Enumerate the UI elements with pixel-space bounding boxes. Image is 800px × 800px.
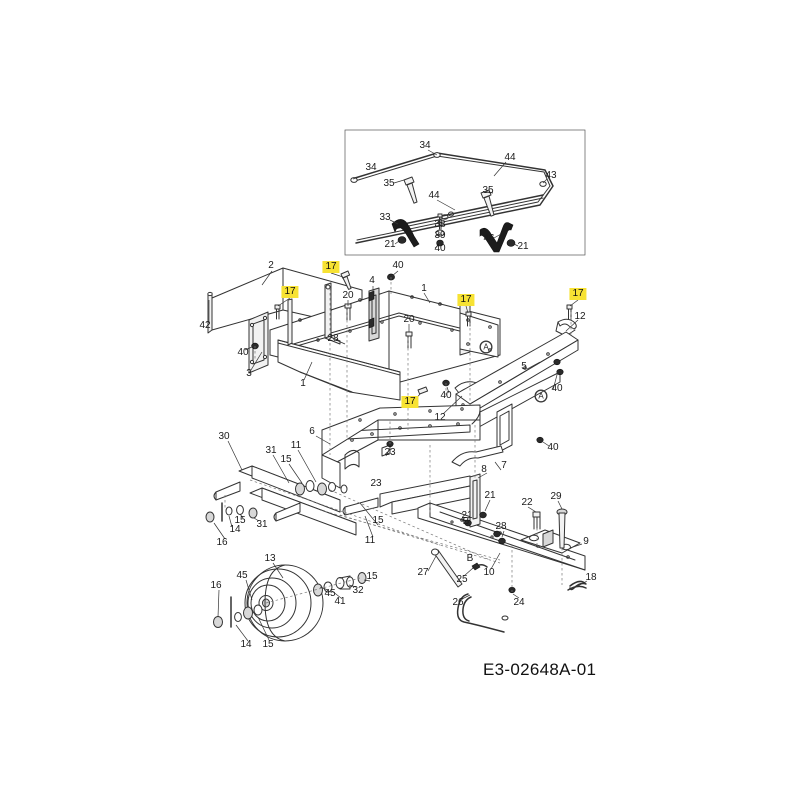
callout-43: 43 bbox=[545, 170, 557, 181]
center-beam-6 bbox=[321, 404, 481, 489]
callout-1-b: 1 bbox=[300, 378, 306, 389]
callout-10: 10 bbox=[483, 567, 495, 578]
callout-33: 33 bbox=[379, 212, 391, 223]
callout-44-b: 44 bbox=[428, 190, 440, 201]
callout-14-a: 14 bbox=[229, 524, 241, 535]
callout-29: 29 bbox=[550, 491, 562, 502]
callout-40-d: 40 bbox=[440, 390, 452, 401]
callout-46: 46 bbox=[483, 233, 495, 244]
callout-18: 18 bbox=[585, 572, 597, 583]
callout-40-inset: 40 bbox=[434, 243, 446, 254]
bolt-35-right bbox=[480, 189, 495, 217]
callout-17-highlight-c: 17 bbox=[457, 294, 475, 306]
callout-34-b: 34 bbox=[419, 140, 431, 151]
main-leader-lines bbox=[208, 270, 588, 642]
callout-24: 24 bbox=[513, 597, 525, 608]
callout-22: 22 bbox=[521, 497, 533, 508]
callout-40-c: 40 bbox=[551, 383, 563, 394]
callout-15-a: 15 bbox=[280, 454, 292, 465]
bolt-35-left bbox=[403, 176, 418, 204]
callout-41: 41 bbox=[334, 596, 346, 607]
callout-27: 27 bbox=[417, 567, 429, 578]
callout-2: 2 bbox=[268, 260, 274, 271]
callout-20-b: 20 bbox=[403, 314, 415, 325]
callout-44-a: 44 bbox=[504, 152, 516, 163]
callout-13: 13 bbox=[264, 553, 276, 564]
callout-31-a: 31 bbox=[265, 445, 277, 456]
callout-35-a: 35 bbox=[383, 178, 395, 189]
box-panels-assembly bbox=[207, 267, 577, 401]
callout-15-e: 15 bbox=[366, 571, 378, 582]
callout-15-c: 15 bbox=[372, 515, 384, 526]
callout-9: 9 bbox=[583, 536, 589, 547]
callout-34-a: 34 bbox=[365, 162, 377, 173]
callout-11-a: 11 bbox=[290, 440, 302, 451]
callout-16-b: 16 bbox=[210, 580, 222, 591]
screw-17-group bbox=[274, 270, 573, 395]
hitch-bar-10 bbox=[417, 473, 587, 633]
callout-5: 5 bbox=[521, 361, 527, 372]
part-number-label: E3-02648A-01 bbox=[483, 660, 597, 679]
callout-15-b: 15 bbox=[234, 515, 246, 526]
callout-21-b: 21 bbox=[517, 241, 529, 252]
callout-25: 25 bbox=[456, 574, 468, 585]
callout-4: 4 bbox=[369, 275, 375, 286]
callout-21-a: 21 bbox=[384, 239, 396, 250]
callout-16-a: 16 bbox=[216, 537, 228, 548]
callout-17-highlight-e: 17 bbox=[401, 396, 419, 408]
callout-28-b: 28 bbox=[495, 521, 507, 532]
callout-b-marker-1: B bbox=[462, 516, 470, 527]
callout-38: 38 bbox=[434, 219, 446, 230]
callout-1-a: 1 bbox=[421, 283, 427, 294]
callout-12-b: 12 bbox=[434, 412, 446, 423]
callout-32: 32 bbox=[352, 585, 364, 596]
callout-39: 39 bbox=[434, 230, 446, 241]
callout-3: 3 bbox=[246, 368, 252, 379]
callout-40-e: 40 bbox=[547, 442, 559, 453]
callout-31-b: 31 bbox=[256, 519, 268, 530]
callout-28-a: 28 bbox=[327, 333, 339, 344]
callout-17-highlight-d: 17 bbox=[569, 288, 587, 300]
callout-40-a: 40 bbox=[392, 260, 404, 271]
callout-15-d: 15 bbox=[262, 639, 274, 650]
callout-40-b: 40 bbox=[237, 347, 249, 358]
callout-12-a: 12 bbox=[574, 311, 586, 322]
inset-handle-assembly bbox=[344, 129, 586, 256]
callout-20-a: 20 bbox=[342, 290, 354, 301]
callout-26: 26 bbox=[452, 597, 464, 608]
callout-23-b: 23 bbox=[370, 478, 382, 489]
callout-a-marker-2: A bbox=[534, 389, 548, 403]
callout-21-d: 21 bbox=[484, 490, 496, 501]
frame-rail-5 bbox=[451, 331, 579, 467]
callout-a-marker-1: A bbox=[479, 340, 493, 354]
callout-45-b: 45 bbox=[324, 588, 336, 599]
callout-35-b: 35 bbox=[482, 185, 494, 196]
callout-8: 8 bbox=[481, 464, 487, 475]
callout-23-a: 23 bbox=[384, 447, 396, 458]
callout-17-highlight-a: 17 bbox=[322, 261, 340, 273]
callout-21-c: 21 bbox=[461, 510, 473, 521]
callout-14-b: 14 bbox=[240, 639, 252, 650]
axle-arms bbox=[205, 465, 471, 536]
callout-6: 6 bbox=[309, 426, 315, 437]
callout-11-b: 11 bbox=[364, 535, 376, 546]
callout-b-marker-2: B bbox=[466, 553, 474, 564]
callout-42: 42 bbox=[199, 320, 211, 331]
callout-30: 30 bbox=[218, 431, 230, 442]
callout-17-highlight-b: 17 bbox=[281, 286, 299, 298]
assembly-guide-lines bbox=[224, 277, 572, 604]
wheel-assembly bbox=[213, 564, 367, 642]
callout-7: 7 bbox=[501, 460, 507, 471]
callout-45-a: 45 bbox=[236, 570, 248, 581]
